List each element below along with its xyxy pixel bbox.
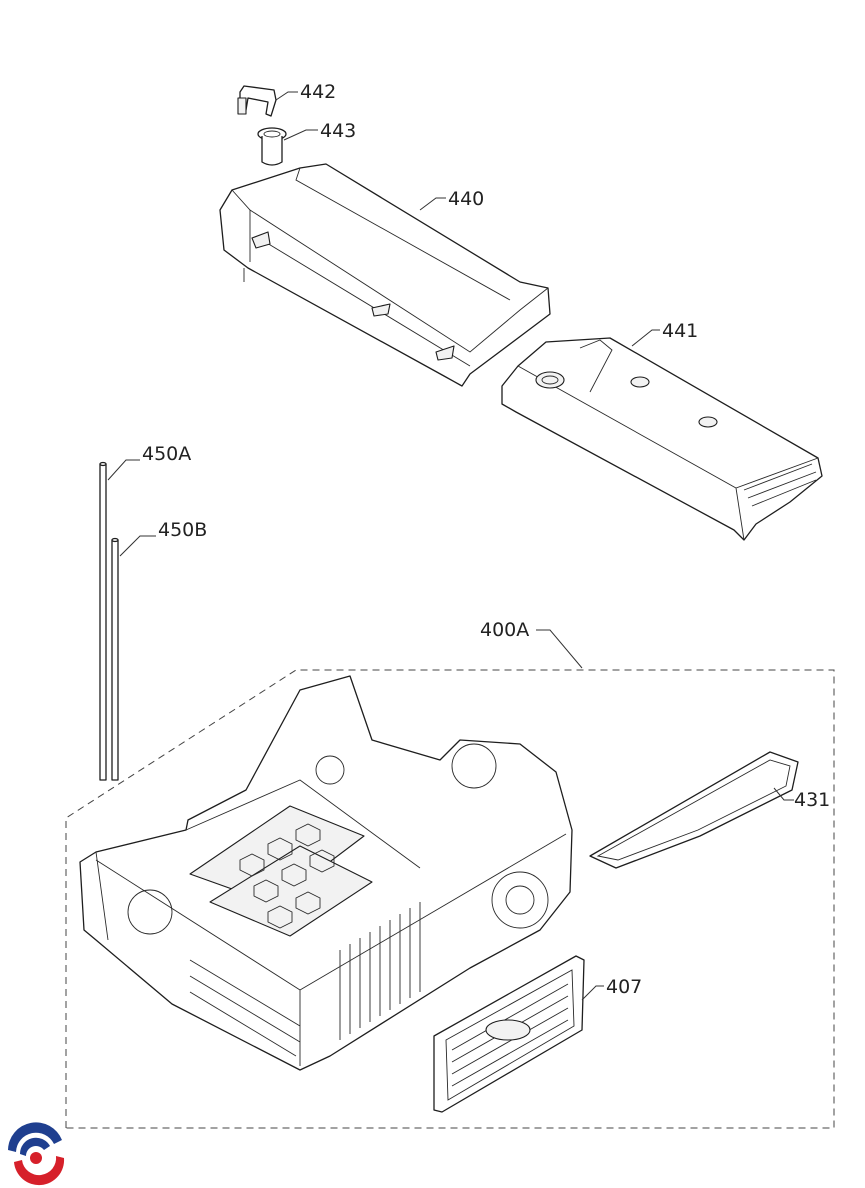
part-441-water-container[interactable] xyxy=(501,337,823,541)
part-431-gasket[interactable] xyxy=(589,751,799,869)
callout-450A: 450A xyxy=(142,443,191,465)
part-443-filter-cup[interactable] xyxy=(257,127,287,166)
leader-442 xyxy=(275,91,298,101)
part-442-clip[interactable] xyxy=(237,85,277,117)
part-450B-hose[interactable] xyxy=(111,537,119,781)
callout-431: 431 xyxy=(794,789,830,811)
leader-440 xyxy=(419,197,446,211)
leader-400A xyxy=(536,629,583,669)
part-407-grille[interactable] xyxy=(433,955,585,1113)
leader-450B xyxy=(119,535,156,557)
part-400A-base-assembly[interactable] xyxy=(79,675,573,1071)
callout-443: 443 xyxy=(320,120,356,142)
leader-407 xyxy=(581,985,604,1001)
assembly-400A-boundary xyxy=(65,669,835,1129)
leader-450A xyxy=(107,459,140,481)
brand-swirl-icon xyxy=(6,1122,66,1186)
leader-431 xyxy=(773,787,794,801)
callout-400A: 400A xyxy=(480,619,529,641)
leader-441 xyxy=(631,329,660,347)
part-450A-hose[interactable] xyxy=(99,461,107,781)
callout-440: 440 xyxy=(448,188,484,210)
callout-442: 442 xyxy=(300,81,336,103)
callout-450B: 450B xyxy=(158,519,207,541)
callout-407: 407 xyxy=(606,976,642,998)
callout-441: 441 xyxy=(662,320,698,342)
leader-443 xyxy=(283,129,318,141)
part-440-duct-cover[interactable] xyxy=(219,163,551,387)
